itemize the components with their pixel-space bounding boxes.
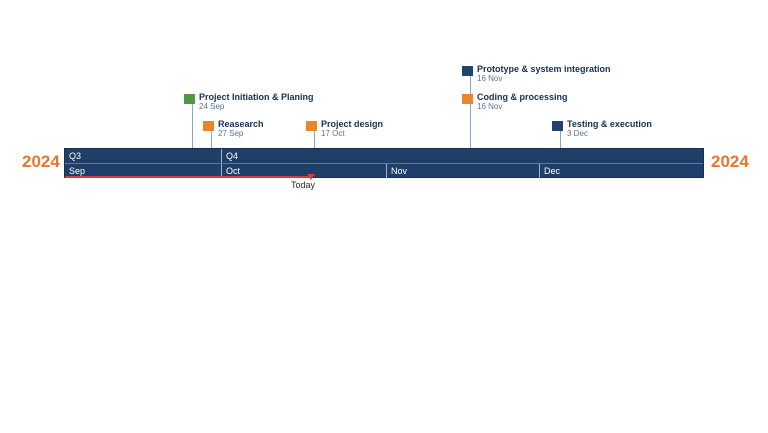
milestone-title: Testing & execution <box>567 119 652 129</box>
milestone-date: 27 Sep <box>218 129 244 138</box>
connector-line <box>192 97 193 149</box>
milestone-title: Reasearch <box>218 119 264 129</box>
connector-line <box>211 124 212 149</box>
quarter-band: Q3 Q4 <box>65 149 703 163</box>
milestone-flag-icon <box>203 121 214 131</box>
milestone-date: 3 Dec <box>567 129 588 138</box>
today-marker-icon <box>307 174 315 180</box>
quarter-segment-q4: Q4 <box>221 149 703 163</box>
month-segment-nov: Nov <box>386 164 539 178</box>
month-segment-oct: Oct <box>221 164 386 178</box>
today-label: Today <box>291 180 316 190</box>
milestone-title: Project Initiation & Planing <box>199 92 314 102</box>
progress-line <box>65 176 311 178</box>
year-label-right: 2024 <box>711 152 749 171</box>
quarter-segment-q3: Q3 <box>69 151 82 161</box>
milestone-title: Prototype & system integration <box>477 64 611 74</box>
month-segment-dec: Dec <box>539 164 703 178</box>
milestone-flag-icon <box>184 94 195 104</box>
connector-line <box>560 124 561 149</box>
month-segment-sep: Sep <box>69 166 86 176</box>
connector-line <box>470 69 471 149</box>
connector-line <box>314 124 315 149</box>
milestone-date: 17 Oct <box>321 129 345 138</box>
milestone-date: 16 Nov <box>477 102 503 111</box>
year-label-left: 2024 <box>22 152 60 171</box>
milestone-title: Project design <box>321 119 384 129</box>
milestone-flag-icon <box>306 121 317 131</box>
milestone-flag-icon <box>462 66 473 76</box>
milestone-title: Coding & processing <box>477 92 568 102</box>
milestone-flag-icon <box>552 121 563 131</box>
milestone-flag-icon <box>462 94 473 104</box>
milestone-date: 24 Sep <box>199 102 225 111</box>
milestone-date: 16 Nov <box>477 74 503 83</box>
